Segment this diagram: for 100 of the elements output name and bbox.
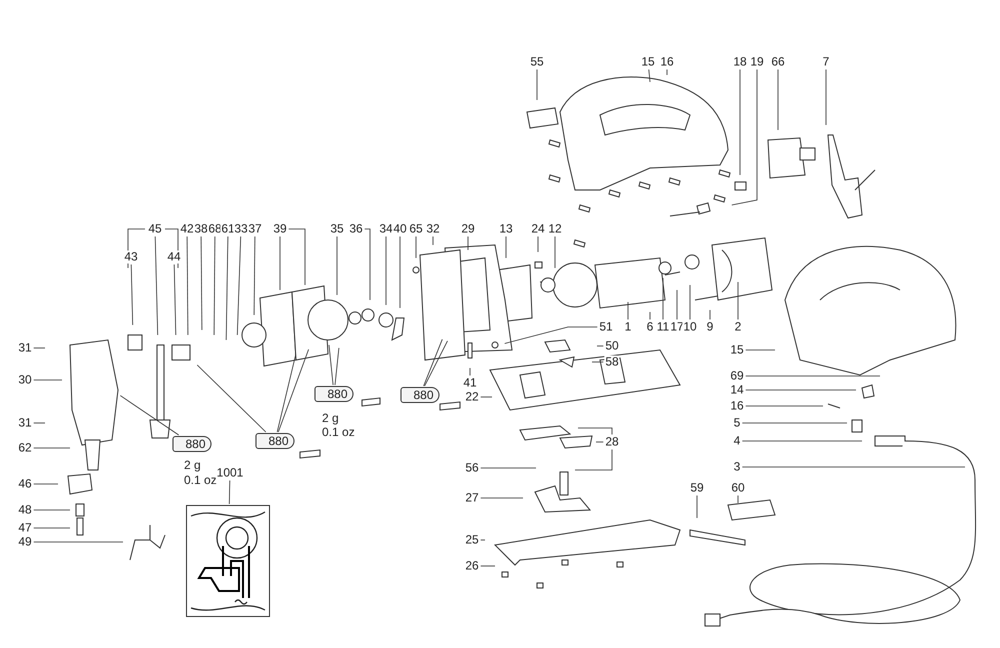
callout-number: 5 (732, 416, 742, 430)
leader-line (200, 236, 202, 330)
callout-number: 36 (348, 222, 364, 236)
leader-line (236, 236, 242, 336)
callout-number: 25 (464, 534, 480, 546)
callout-number: 42 (179, 222, 195, 236)
callout-number: 16 (659, 56, 675, 68)
leader-line (742, 466, 966, 468)
quantity-label: 2 g (184, 459, 201, 472)
callout-number: 66 (770, 56, 786, 68)
callout-number: 33 (233, 222, 249, 236)
quantity-label: 0.1 oz (322, 426, 355, 439)
leader-line (424, 340, 448, 386)
leader-line (731, 69, 758, 206)
callout-number: 30 (17, 374, 33, 386)
callout-number: 31 (17, 416, 33, 430)
callout-number: 35 (329, 222, 345, 236)
leader-line (196, 364, 266, 432)
leader-line (423, 338, 443, 386)
callout-number: 15 (729, 344, 745, 356)
callout-number: 40 (392, 222, 408, 236)
callout-number: 14 (729, 384, 745, 396)
leader-line (130, 264, 134, 326)
callout-number: 68 (207, 222, 223, 236)
leader-line (696, 495, 698, 518)
callout-number: 46 (17, 478, 33, 490)
leader-line (666, 69, 668, 76)
callout-number: 37 (247, 222, 263, 236)
grease-tube: 880 (172, 436, 212, 452)
leader-line (186, 236, 188, 336)
callout-number: 44 (166, 250, 182, 264)
leader-line (536, 69, 538, 100)
callout-number: 49 (17, 536, 33, 548)
leader-line (174, 264, 176, 336)
callout-number: 31 (17, 342, 33, 354)
leader-line (648, 69, 650, 82)
callout-number: 22 (464, 390, 480, 404)
leader-line (574, 449, 612, 470)
callout-number: 58 (604, 356, 620, 368)
callout-number: 7 (822, 56, 830, 68)
callout-number: 56 (464, 462, 480, 474)
leader-line (228, 480, 230, 504)
callout-number: 62 (17, 442, 33, 454)
leader-line (742, 440, 862, 442)
leader-line (214, 236, 216, 336)
callout-number: 10 (682, 320, 698, 334)
leader-line (504, 326, 598, 344)
leader-line (578, 428, 612, 435)
leader-line (254, 236, 256, 316)
callout-number: 41 (462, 376, 478, 390)
leader-line (33, 422, 46, 424)
leader-line (432, 236, 434, 246)
callout-number: 16 (729, 400, 745, 412)
leader-line (154, 236, 158, 336)
callout-number: 15 (640, 56, 656, 68)
grease-tube: 880 (255, 433, 295, 449)
callout-number: 28 (604, 436, 620, 448)
leader-line (334, 348, 340, 386)
wiring-diagram-inset (186, 505, 270, 617)
leader-line (276, 354, 296, 432)
callout-number: 51 (598, 320, 614, 334)
callout-number: 1001 (216, 466, 244, 480)
callout-number: 6 (646, 320, 654, 334)
callout-number: 34 (378, 222, 394, 236)
callout-number: 2 (734, 320, 742, 334)
callout-number: 38 (193, 222, 209, 236)
callout-number: 59 (689, 482, 705, 494)
leader-line (480, 396, 492, 398)
callout-number: 29 (460, 222, 476, 236)
callout-number: 45 (147, 222, 163, 236)
callout-number: 27 (464, 492, 480, 504)
leader-line (554, 236, 556, 268)
callout-number: 9 (706, 320, 714, 334)
callout-number: 4 (732, 434, 742, 448)
leader-line (278, 349, 309, 432)
callout-number: 60 (730, 482, 746, 494)
callout-number: 12 (547, 222, 563, 236)
leader-line (328, 344, 334, 386)
callout-number: 1 (624, 320, 632, 334)
callout-number: 50 (604, 340, 620, 352)
callout-number: 39 (272, 222, 288, 236)
callout-number: 18 (732, 56, 748, 68)
leader-line (676, 290, 678, 320)
leader-line (742, 422, 848, 424)
callout-number: 65 (408, 222, 424, 236)
grease-tube: 880 (314, 386, 354, 402)
callout-number: 13 (498, 222, 514, 236)
leader-line (226, 236, 228, 340)
callout-number: 55 (529, 56, 545, 68)
callout-number: 24 (530, 222, 546, 236)
grease-tube: 880 (400, 387, 440, 403)
leader-line (288, 228, 306, 286)
callout-number: 19 (749, 56, 765, 68)
callout-number: 26 (464, 560, 480, 572)
leader-line (364, 228, 370, 300)
leader-line (336, 236, 338, 296)
callout-number: 11 (656, 320, 670, 334)
callout-number: 48 (17, 504, 33, 516)
quantity-label: 0.1 oz (184, 474, 217, 487)
callout-number: 3 (732, 460, 742, 474)
